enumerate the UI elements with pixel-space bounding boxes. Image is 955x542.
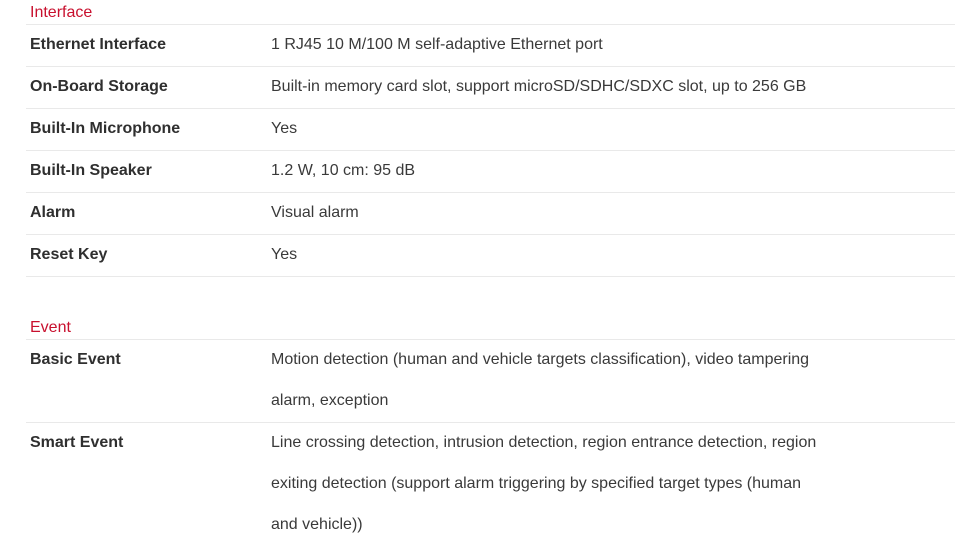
section-title-event: Event [30, 319, 71, 336]
section-divider [26, 339, 955, 340]
row-divider [26, 66, 955, 67]
spec-value-smart-event: Line crossing detection, intrusion detec… [271, 433, 891, 535]
spec-label-ethernet-interface: Ethernet Interface [30, 36, 167, 53]
row-divider [26, 150, 955, 151]
spec-value-line: Line crossing detection, intrusion detec… [271, 434, 817, 451]
spec-label-on-board-storage: On-Board Storage [30, 78, 168, 95]
spec-label-smart-event: Smart Event [30, 434, 124, 451]
spec-value-ethernet-interface: 1 RJ45 10 M/100 M self-adaptive Ethernet… [271, 35, 891, 55]
row-divider [26, 276, 955, 277]
spec-value-line: 1 RJ45 10 M/100 M self-adaptive Ethernet… [271, 36, 603, 53]
spec-label-reset-key: Reset Key [30, 246, 108, 263]
section-divider [26, 24, 955, 25]
spec-label-built-in-speaker: Built-In Speaker [30, 162, 152, 179]
spec-value-built-in-speaker: 1.2 W, 10 cm: 95 dB [271, 161, 891, 181]
spec-value-alarm: Visual alarm [271, 203, 891, 223]
spec-value-on-board-storage: Built-in memory card slot, support micro… [271, 77, 891, 97]
spec-value-basic-event: Motion detection (human and vehicle targ… [271, 350, 891, 411]
spec-value-line: Built-in memory card slot, support micro… [271, 78, 807, 95]
spec-value-line: Motion detection (human and vehicle targ… [271, 351, 810, 368]
spec-value-line: 1.2 W, 10 cm: 95 dB [271, 162, 416, 179]
row-divider [26, 422, 955, 423]
section-title-interface: Interface [30, 4, 93, 21]
spec-value-line: Yes [271, 120, 298, 137]
spec-label-alarm: Alarm [30, 204, 76, 221]
spec-value-line: exiting detection (support alarm trigger… [271, 475, 802, 492]
row-divider [26, 108, 955, 109]
spec-label-basic-event: Basic Event [30, 351, 121, 368]
spec-value-line: alarm, exception [271, 392, 389, 409]
row-divider [26, 234, 955, 235]
spec-value-reset-key: Yes [271, 245, 891, 265]
spec-value-built-in-microphone: Yes [271, 119, 891, 139]
spec-label-built-in-microphone: Built-In Microphone [30, 120, 181, 137]
row-divider [26, 192, 955, 193]
spec-value-line: Yes [271, 246, 298, 263]
spec-value-line: Visual alarm [271, 204, 359, 221]
spec-value-line: and vehicle)) [271, 516, 363, 533]
